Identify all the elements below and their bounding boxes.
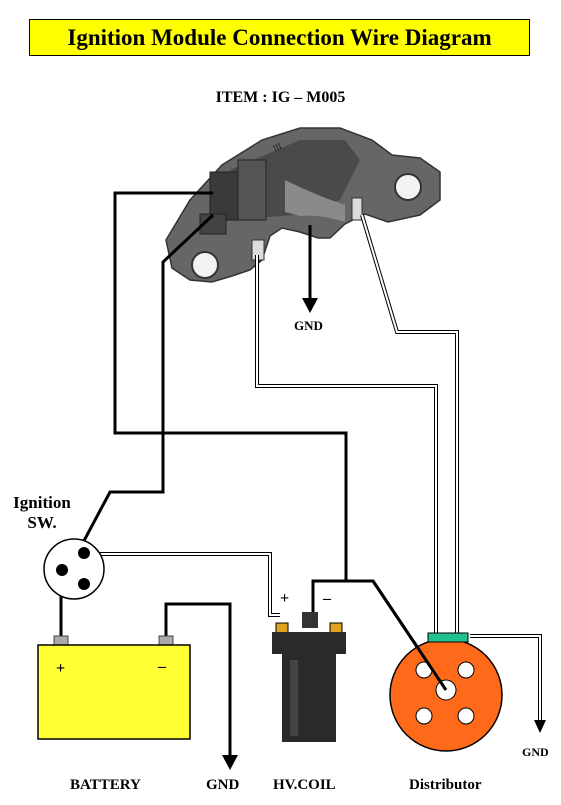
ignition-sw-label: Ignition SW. [13,493,71,532]
coil-to-distributor-wire [371,580,448,691]
title-box: Ignition Module Connection Wire Diagram [29,19,530,56]
battery-plus-label: + [56,660,66,677]
distributor [389,632,503,752]
ignition-switch [43,538,105,600]
gnd-label-right: GND [522,745,549,759]
gnd-label-bottom: GND [206,777,240,793]
item-code: ITEM : IG – M005 [215,89,346,106]
battery-label: BATTERY [70,777,141,793]
coil-minus-label: – [323,590,331,607]
hv-coil [272,612,346,742]
battery [37,635,191,740]
diagram-title: Ignition Module Connection Wire Diagram [67,24,492,50]
gnd-arrow-battery [222,755,238,770]
gnd-arrow-distributor [534,720,546,733]
coil-label: HV.COIL [273,777,336,793]
battery-minus-label: – [158,658,166,675]
distributor-label: Distributor [409,777,482,793]
white-wires [84,214,542,722]
ignition-module: III [165,127,441,283]
gnd-arrow-module [302,298,318,313]
coil-plus-label: + [280,590,290,607]
gnd-label-module: GND [294,318,323,333]
